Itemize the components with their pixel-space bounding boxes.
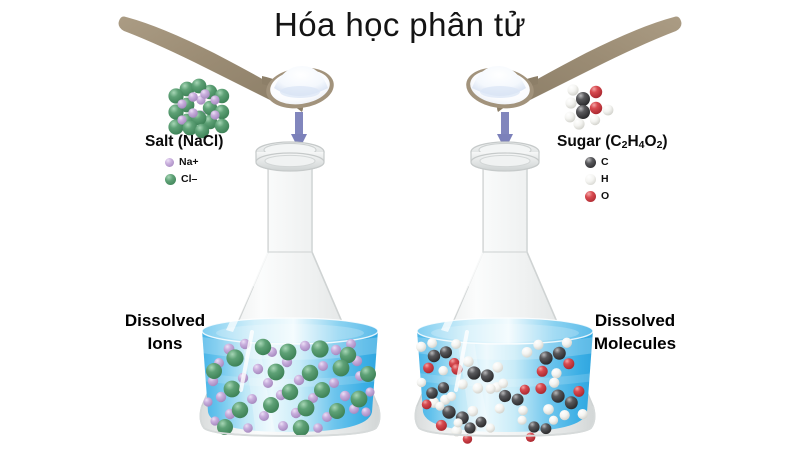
formula-n1: 2 [621, 138, 628, 151]
hydrogen-atom-dot [585, 174, 596, 185]
page-title: Hóa học phân tử [274, 6, 526, 43]
right-state-line2: Molecules [593, 334, 677, 353]
na-ion-dot [165, 158, 174, 167]
legend-label-oxygen: O [601, 190, 610, 202]
legend-item-hydrogen: H [585, 172, 609, 187]
left-flask [199, 141, 381, 437]
cl-ion-dot [165, 174, 176, 185]
right-dissolved-molecules [415, 337, 588, 444]
legend-label-carbon: C [601, 156, 609, 168]
formula-o: O [644, 133, 657, 150]
right-legend: C H O [585, 155, 609, 206]
left-substance-label: Salt (NaCl) [145, 133, 224, 150]
legend-label-na: Na+ [179, 156, 199, 168]
formula-h: H [627, 133, 639, 150]
right-substance-label: Sugar (C2H4O2) [557, 133, 668, 151]
sugar-molecule-icon [564, 84, 614, 130]
left-state-label: Dissolved Ions [105, 309, 225, 355]
left-dissolved-particles [203, 338, 376, 437]
left-spoon [118, 16, 334, 112]
legend-item-na: Na+ [165, 155, 199, 170]
legend-item-carbon: C [585, 155, 609, 170]
legend-item-oxygen: O [585, 189, 609, 204]
legend-label-hydrogen: H [601, 173, 609, 185]
right-state-label: Dissolved Molecules [570, 309, 700, 355]
left-legend: Na+ Cl– [165, 155, 199, 189]
sugar-word: Sugar ( [557, 133, 611, 150]
paren-close: ) [662, 133, 668, 150]
left-state-line1: Dissolved [124, 311, 206, 330]
formula-n2: 4 [638, 138, 645, 151]
legend-item-cl: Cl– [165, 172, 199, 187]
right-flask [414, 141, 596, 444]
left-state-line2: Ions [147, 334, 183, 353]
legend-label-cl: Cl– [181, 173, 198, 185]
right-spoon [466, 16, 682, 112]
salt-crystal-icon [168, 78, 230, 139]
carbon-atom-dot [585, 157, 596, 168]
right-state-line1: Dissolved [594, 311, 676, 330]
oxygen-atom-dot [585, 191, 596, 202]
formula-n3: 2 [656, 138, 663, 151]
formula-c: C [610, 133, 622, 150]
